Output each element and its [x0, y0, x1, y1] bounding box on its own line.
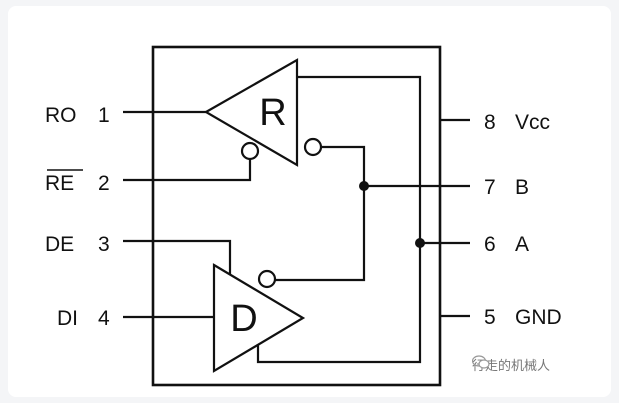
pin-1-number: 1 — [98, 104, 110, 127]
receiver-input-bubble — [303, 137, 323, 157]
pin-5-number: 5 — [484, 306, 496, 329]
pin-6-number: 6 — [484, 233, 496, 256]
pin-vcc-name: Vcc — [515, 111, 550, 134]
receiver-enable-bubble — [240, 141, 260, 161]
wire-re — [123, 159, 252, 182]
receiver-label: R — [259, 92, 286, 134]
pin-7-number: 7 — [484, 176, 496, 199]
diagram-card — [8, 6, 611, 397]
junction-b — [359, 181, 369, 191]
pin-gnd-name: GND — [515, 306, 562, 329]
watermark: 行走的机械人 — [472, 355, 550, 374]
wechat-icon — [472, 355, 490, 369]
pin-re-name: RE — [45, 172, 74, 195]
watermark-text: 行走的机械人 — [472, 358, 551, 373]
chip-body — [151, 45, 442, 387]
pin-4-number: 4 — [98, 307, 110, 330]
pin-b-name: B — [515, 176, 529, 199]
pin-8-number: 8 — [484, 111, 496, 134]
wire-a-internal — [256, 75, 422, 364]
pin-2-number: 2 — [98, 172, 110, 195]
pin-ro-name: RO — [45, 104, 77, 127]
pin-di-name: DI — [57, 307, 78, 330]
pin-3-number: 3 — [98, 233, 110, 256]
wire-b-internal — [275, 145, 366, 282]
receiver-triangle — [203, 58, 299, 167]
driver-output-bubble — [257, 269, 277, 289]
junction-a — [415, 238, 425, 248]
pin-de-name: DE — [45, 233, 74, 256]
driver-label: D — [230, 298, 257, 340]
pin-a-name: A — [515, 233, 529, 256]
wire-de — [123, 239, 232, 275]
